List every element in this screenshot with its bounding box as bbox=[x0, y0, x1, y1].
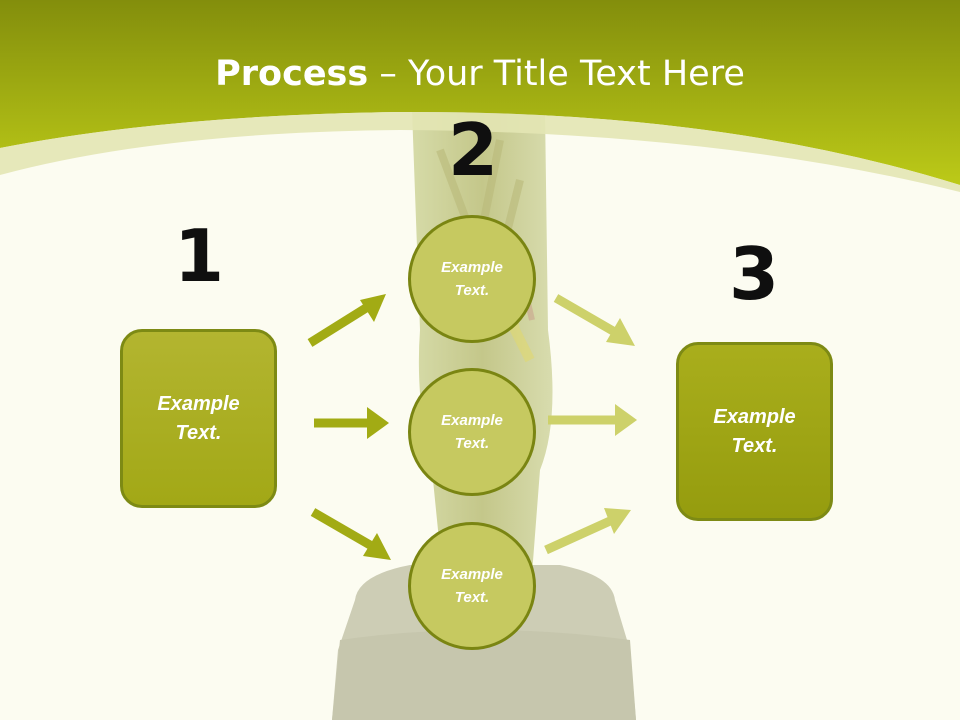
right-box-text: Example Text. bbox=[713, 405, 796, 457]
step-number-2: 2 bbox=[447, 108, 499, 192]
right-box[interactable]: Example Text. bbox=[676, 342, 833, 521]
title-rest: – Your Title Text Here bbox=[368, 54, 745, 94]
arrow-right-up bbox=[544, 508, 631, 555]
header-band bbox=[0, 0, 960, 185]
step-number-3: 3 bbox=[728, 232, 780, 316]
circle-top-text: Example Text. bbox=[441, 259, 503, 299]
circle-bottom[interactable]: Example Text. bbox=[408, 522, 536, 650]
left-box[interactable]: Example Text. bbox=[120, 329, 277, 508]
left-box-text: Example Text. bbox=[157, 392, 240, 444]
arrow-right-down bbox=[553, 294, 635, 346]
header-swoosh bbox=[0, 111, 960, 192]
arrow-left-up bbox=[307, 294, 386, 347]
circle-bottom-text: Example Text. bbox=[441, 566, 503, 606]
slide-title: Process – Your Title Text Here bbox=[0, 52, 960, 96]
circle-middle[interactable]: Example Text. bbox=[408, 368, 536, 496]
circle-top[interactable]: Example Text. bbox=[408, 215, 536, 343]
step-number-1: 1 bbox=[173, 214, 225, 298]
arrow-left-middle bbox=[314, 407, 389, 439]
arrow-left-down bbox=[310, 508, 391, 560]
title-bold: Process bbox=[215, 54, 369, 94]
circle-middle-text: Example Text. bbox=[441, 412, 503, 452]
arrow-right-middle bbox=[548, 404, 637, 436]
